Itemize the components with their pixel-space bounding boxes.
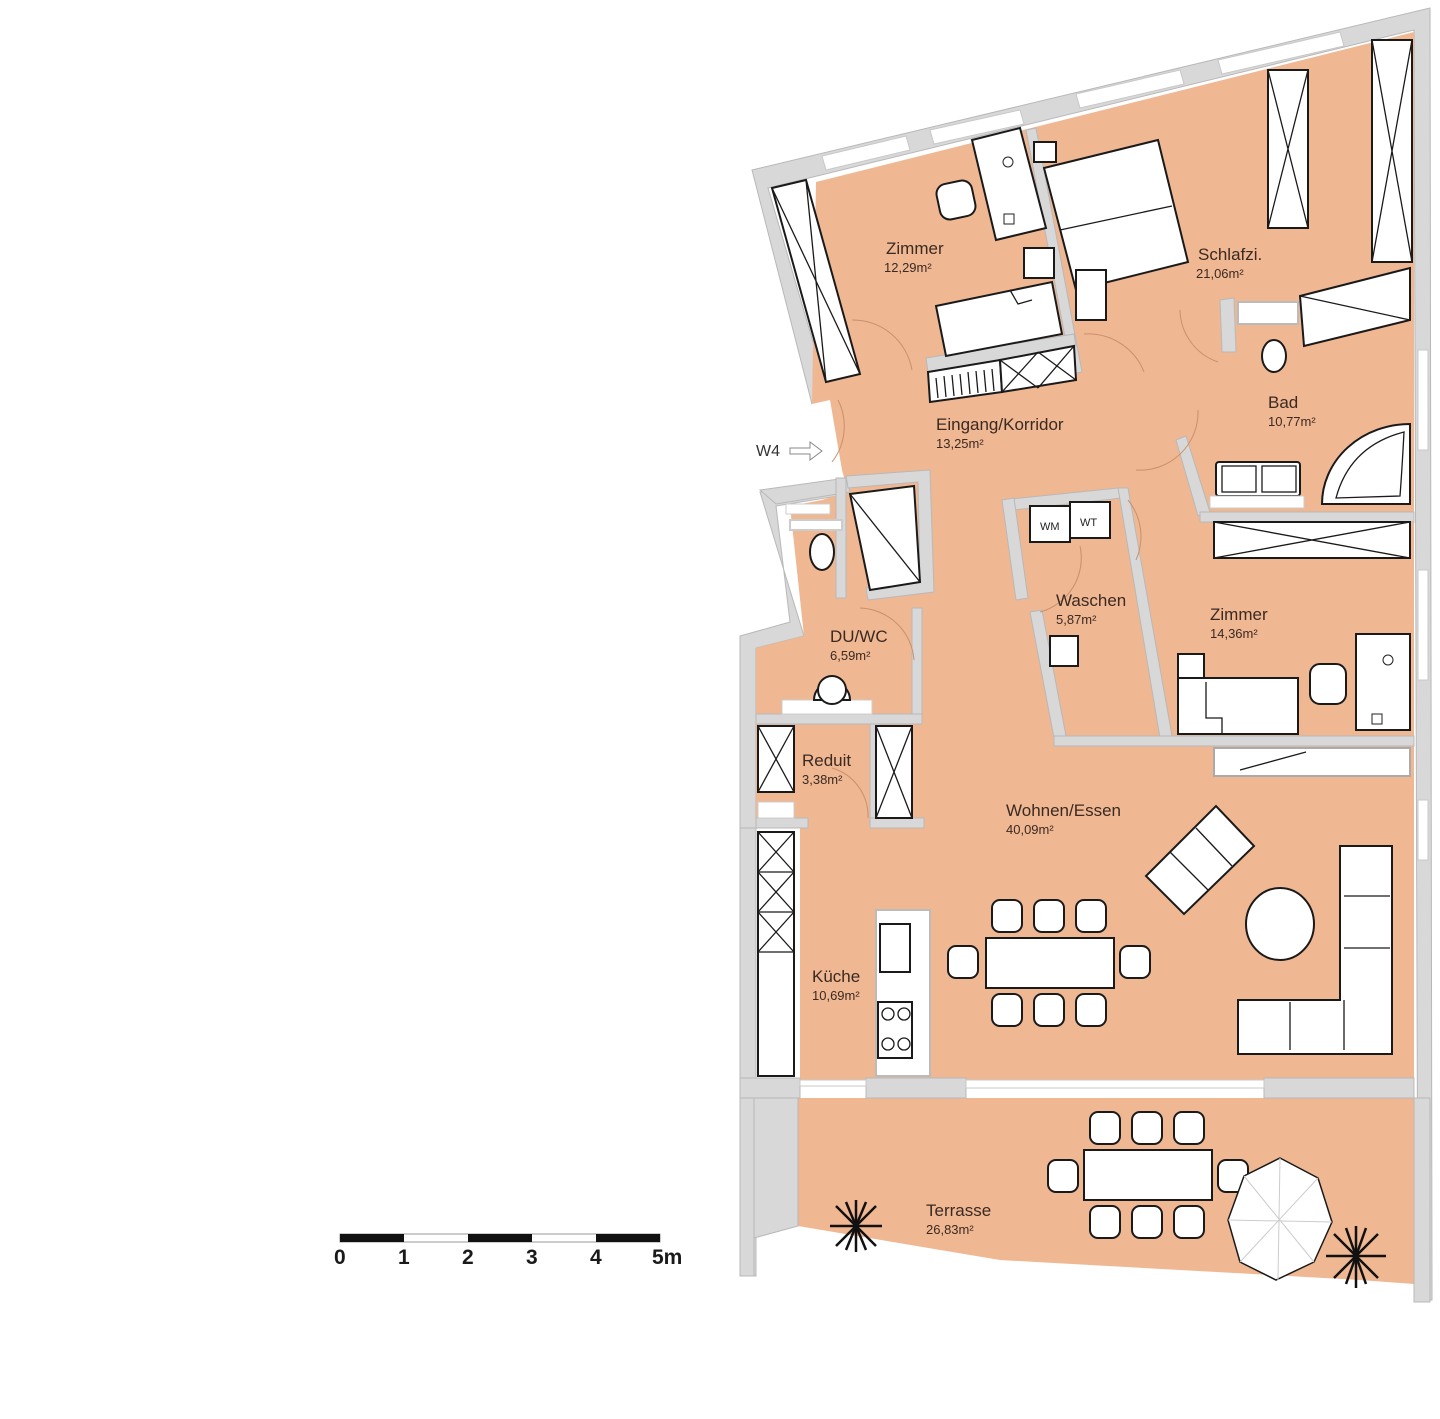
room-name: DU/WC: [830, 627, 888, 646]
closet-icon: [926, 344, 1078, 404]
room-name: Waschen: [1056, 591, 1126, 610]
room-waschen: Waschen 5,87m²: [1056, 591, 1126, 627]
room-area: 14,36m²: [1210, 626, 1258, 641]
entry-arrow-icon: [789, 441, 823, 461]
scale-tick-4: 4: [590, 1246, 602, 1269]
sofa-icon: [1144, 804, 1256, 916]
corner-sofa-icon: [1237, 845, 1393, 1055]
room-zimmer-2: Zimmer 14,36m²: [1210, 605, 1268, 641]
room-area: 3,38m²: [802, 772, 843, 787]
kitchen-tall-cabinets-icon: [757, 831, 795, 1077]
room-area: 12,29m²: [884, 260, 932, 275]
room-zimmer-1: Zimmer 12,29m²: [884, 239, 944, 275]
room-name: Reduit: [802, 751, 851, 770]
room-name: Eingang/Korridor: [936, 415, 1064, 434]
entry-marker-label: W4: [756, 443, 780, 460]
parasol-icon: [1227, 1157, 1333, 1281]
double-sink-icon: [1209, 461, 1305, 509]
room-name: Zimmer: [886, 239, 944, 258]
armchair-icon: [1309, 663, 1347, 705]
wardrobe-icon: [1213, 521, 1411, 559]
interior-walls: [739, 127, 1431, 1303]
room-area: 10,69m²: [812, 988, 860, 1003]
armchair-icon: [935, 179, 977, 221]
room-kueche: Küche 10,69m²: [812, 967, 860, 1003]
terrace-table-icon: [1047, 1111, 1249, 1239]
windows: [821, 31, 1429, 861]
kitchen-counter-icon: [875, 909, 931, 1077]
bathroom-cabinet-icon: [1237, 266, 1411, 348]
room-area: 5,87m²: [1056, 612, 1097, 627]
washer-label: WM: [1040, 521, 1060, 533]
sideboard-icon: [1213, 747, 1411, 777]
shower-icon: [848, 484, 922, 592]
room-wohnen-essen: Wohnen/Essen 40,09m²: [1006, 801, 1121, 837]
toilet-icon: [785, 503, 843, 571]
plant-icon: [830, 1200, 882, 1252]
room-area: 40,09m²: [1006, 822, 1054, 837]
door-swings: [831, 309, 1219, 819]
furniture: WM WT: [757, 39, 1413, 1288]
washer-dryer-icon: WM WT: [1029, 501, 1111, 543]
entry: W4: [756, 400, 842, 474]
wardrobe-icon: [770, 178, 862, 384]
coffee-table-icon: [1245, 887, 1315, 961]
scale-bar: 0 1 2 3 4 5m: [334, 1233, 682, 1269]
bed-icon: [1177, 653, 1299, 735]
room-name: Terrasse: [926, 1201, 991, 1220]
room-area: 6,59m²: [830, 648, 871, 663]
room-bad: Bad 10,77m²: [1268, 393, 1316, 429]
scale-tick-2: 2: [462, 1246, 474, 1269]
room-du-wc: DU/WC 6,59m²: [830, 627, 888, 663]
shelf-icon: [757, 725, 913, 819]
room-name: Küche: [812, 967, 860, 986]
room-name: Zimmer: [1210, 605, 1268, 624]
toilet-icon: [1261, 339, 1287, 373]
washbasin-icon: [781, 675, 873, 715]
room-eingang-korridor: Eingang/Korridor 13,25m²: [936, 415, 1064, 451]
bed-icon: [934, 247, 1064, 358]
room-labels: Zimmer 12,29m² Schlafzi. 21,06m² Bad 10,…: [802, 239, 1316, 1237]
desk-icon: [970, 126, 1048, 242]
scale-tick-5: 5m: [652, 1246, 682, 1269]
utility-sink-icon: [1049, 635, 1079, 667]
room-name: Wohnen/Essen: [1006, 801, 1121, 820]
room-area: 21,06m²: [1196, 266, 1244, 281]
room-reduit: Reduit 3,38m²: [802, 751, 851, 787]
room-area: 26,83m²: [926, 1222, 974, 1237]
scale-tick-0: 0: [334, 1246, 346, 1269]
desk-icon: [1355, 633, 1411, 731]
room-name: Bad: [1268, 393, 1298, 412]
dryer-label: WT: [1080, 517, 1097, 529]
room-schlafzimmer: Schlafzi. 21,06m²: [1196, 245, 1262, 281]
room-area: 10,77m²: [1268, 414, 1316, 429]
bathtub-icon: [1320, 422, 1411, 505]
plant-icon: [1326, 1226, 1386, 1288]
room-area: 13,25m²: [936, 436, 984, 451]
wardrobe-icon: [1267, 39, 1413, 263]
dining-table-icon: [947, 899, 1151, 1027]
room-name: Schlafzi.: [1198, 245, 1262, 264]
double-bed-icon: [1033, 138, 1190, 321]
scale-tick-1: 1: [398, 1246, 410, 1269]
scale-tick-3: 3: [526, 1246, 538, 1269]
room-terrasse: Terrasse 26,83m²: [926, 1201, 991, 1237]
